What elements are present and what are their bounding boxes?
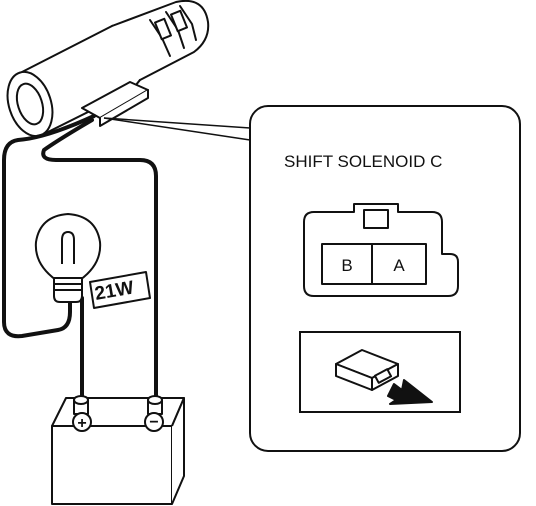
negative-symbol: −	[149, 414, 158, 431]
battery-body	[51, 425, 173, 505]
battery-positive-terminal: +	[72, 412, 92, 432]
pin-label-a: A	[393, 256, 405, 275]
connector-pin-area	[321, 243, 427, 285]
bulb-glass	[34, 213, 102, 281]
connector-face	[303, 203, 459, 297]
positive-symbol: +	[77, 415, 86, 432]
test-bulb	[34, 213, 151, 309]
callout-title: SHIFT SOLENOID C	[284, 152, 442, 171]
pin-label-b: B	[341, 256, 352, 275]
arrow-icon	[387, 379, 433, 405]
battery-top	[51, 397, 185, 427]
battery-negative-terminal: −	[144, 412, 164, 432]
wattage-tag	[89, 271, 151, 309]
bulb-filament	[61, 231, 75, 264]
battery	[51, 395, 185, 505]
wire-to-negative	[41, 118, 158, 398]
connector-locator-drawing	[335, 349, 399, 391]
wire-to-bulb	[2, 114, 96, 339]
connector-latch	[363, 209, 389, 229]
wiring	[2, 114, 158, 398]
callout-leader	[103, 117, 251, 141]
solenoid-assembly	[6, 0, 210, 138]
